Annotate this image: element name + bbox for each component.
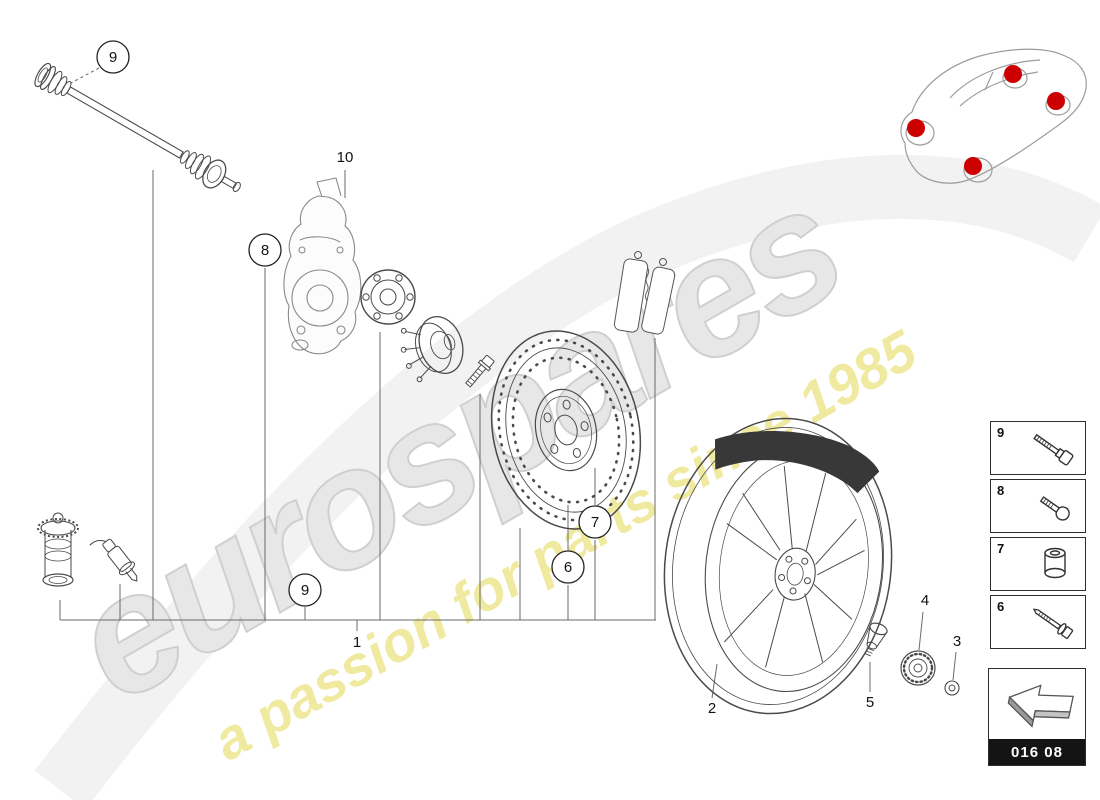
brake-pads — [613, 251, 676, 335]
callout-6[interactable]: 6 — [551, 550, 585, 584]
legend-item-7[interactable]: 7 — [990, 537, 1086, 591]
hub-bolt — [465, 354, 495, 388]
legend-item-8[interactable]: 8 — [990, 479, 1086, 533]
bolt-short-icon — [1039, 496, 1070, 521]
callout-7[interactable]: 7 — [578, 505, 612, 539]
callout-label[interactable]: 7 — [591, 514, 599, 531]
callout-1[interactable]: 1 — [353, 634, 361, 651]
callout-label[interactable]: 9 — [301, 582, 309, 599]
callout-3[interactable]: 3 — [953, 633, 961, 650]
screw-washer-icon — [1032, 608, 1074, 639]
drive-shaft — [34, 62, 241, 193]
callout-circle[interactable] — [248, 233, 282, 267]
bolt-long-icon — [1033, 433, 1074, 466]
callout-circle[interactable] — [551, 550, 585, 584]
wheel-bolt — [865, 622, 888, 657]
callout-9-bottom[interactable]: 9 — [288, 573, 322, 607]
legend-number: 7 — [997, 541, 1005, 556]
callout-8[interactable]: 8 — [248, 233, 282, 267]
wheel-hub — [400, 316, 464, 383]
hub-carrier — [283, 177, 362, 355]
callout-label[interactable]: 9 — [109, 49, 117, 66]
center-cap — [900, 650, 936, 686]
wheel-location-markers — [907, 65, 1065, 175]
legend-number: 8 — [997, 483, 1005, 498]
callout-10[interactable]: 10 — [337, 149, 354, 166]
callout-2[interactable]: 2 — [708, 700, 716, 717]
callout-circle[interactable] — [578, 505, 612, 539]
washer — [944, 680, 960, 696]
wheel-rim — [663, 417, 893, 715]
rim-shadow — [714, 431, 880, 494]
legend-item-9[interactable]: 9 — [990, 421, 1086, 475]
legend-number: 6 — [997, 599, 1005, 614]
legend-number: 9 — [997, 425, 1005, 440]
callout-circle[interactable] — [96, 40, 130, 74]
callout-5[interactable]: 5 — [866, 694, 874, 711]
callout-circle[interactable] — [288, 573, 322, 607]
wheel-lock-icon — [1044, 547, 1066, 579]
callout-9-driveshaft[interactable]: 9 — [96, 40, 130, 74]
callout-4[interactable]: 4 — [921, 592, 929, 609]
callout-label[interactable]: 6 — [564, 559, 572, 576]
legend-item-6[interactable]: 6 — [990, 595, 1086, 649]
background-swoosh — [34, 154, 1100, 800]
wheel-bearing — [360, 269, 416, 325]
page-code-box[interactable]: 016 08 — [988, 668, 1086, 766]
car-location-thumbnail — [900, 48, 1087, 184]
leader-lines — [59, 67, 957, 699]
hub-flange — [37, 512, 79, 587]
direction-arrow-icon — [1007, 684, 1074, 728]
callout-label[interactable]: 8 — [261, 242, 269, 259]
abs-sensor — [89, 538, 138, 582]
page-code-label: 016 08 — [989, 739, 1085, 765]
fastener-legend: 9 8 7 — [990, 421, 1086, 653]
